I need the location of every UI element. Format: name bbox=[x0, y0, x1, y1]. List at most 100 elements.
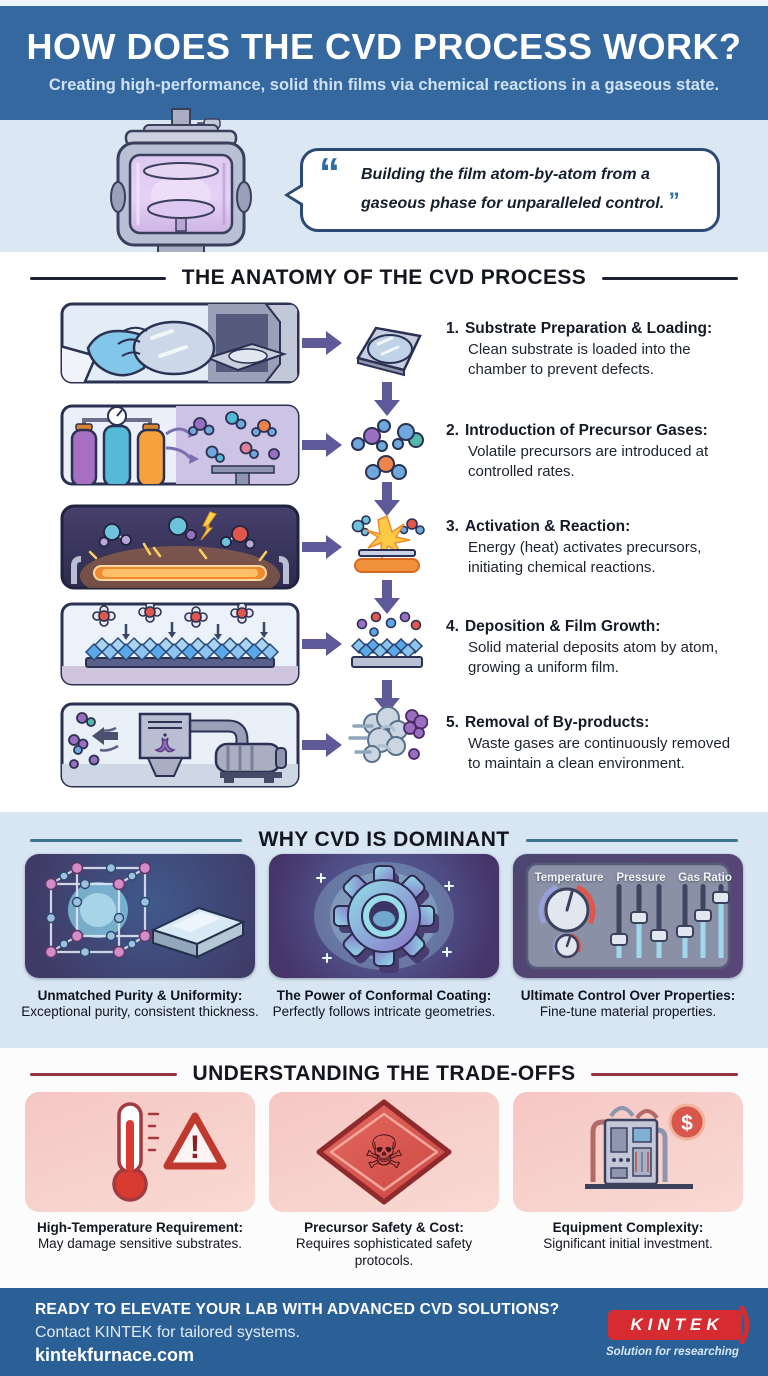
quote-bubble: “ Building the film atom-by-atom from a … bbox=[284, 148, 720, 232]
step-4-text: 4. Deposition & Film Growth: Solid mater… bbox=[446, 618, 746, 678]
safety-card: ☠ bbox=[269, 1092, 499, 1212]
anatomy-title: THE ANATOMY OF THE CVD PROCESS bbox=[181, 266, 587, 289]
close-quote-icon: ” bbox=[668, 188, 680, 214]
step-description: Volatile precursors are introduced at co… bbox=[468, 443, 709, 480]
dollar-glyph: $ bbox=[681, 1112, 693, 1135]
caption-desc: Significant initial investment. bbox=[543, 1236, 713, 1251]
open-quote-icon: “ bbox=[319, 149, 340, 196]
step-title: 2. Introduction of Precursor Gases: bbox=[446, 422, 746, 440]
exhaust-gas-icon bbox=[346, 704, 429, 768]
step-4-illustration bbox=[60, 602, 300, 686]
step-title: 1. Substrate Preparation & Loading: bbox=[446, 320, 746, 338]
exclamation-glyph: ! bbox=[190, 1129, 201, 1165]
temperature-caption: High-Temperature Requirement: May damage… bbox=[21, 1220, 259, 1253]
step-title: 5. Removal of By-products: bbox=[446, 714, 746, 732]
divider-line bbox=[30, 1072, 177, 1076]
right-arrow-icon bbox=[302, 433, 342, 457]
caption-title: The Power of Conformal Coating: bbox=[276, 988, 492, 1003]
footer-contact: Contact KINTEK for tailored systems. bbox=[35, 1324, 300, 1341]
down-arrow-icon bbox=[374, 382, 400, 416]
footer-headline: READY TO ELEVATE YOUR LAB WITH ADVANCED … bbox=[35, 1301, 560, 1318]
page-title: HOW DOES THE CVD PROCESS WORK? bbox=[26, 26, 742, 67]
caption-desc: Fine-tune material properties. bbox=[539, 1004, 717, 1019]
page-subtitle: Creating high-performance, solid thin fi… bbox=[48, 76, 720, 94]
step-3-illustration bbox=[60, 504, 300, 590]
footer: READY TO ELEVATE YOUR LAB WITH ADVANCED … bbox=[0, 1288, 768, 1376]
divider-line bbox=[602, 276, 738, 280]
footer-website-link[interactable]: kintekfurnace.com bbox=[35, 1345, 195, 1365]
down-arrow-icon bbox=[374, 680, 400, 714]
caption-title: High-Temperature Requirement: bbox=[36, 1220, 244, 1235]
reaction-spark-icon bbox=[346, 510, 428, 574]
quote-body: Building the film atom-by-atom from a ga… bbox=[361, 166, 665, 213]
conformal-caption: The Power of Conformal Coating: Perfectl… bbox=[265, 988, 503, 1021]
molecules-icon bbox=[346, 416, 428, 480]
caption-title: Ultimate Control Over Properties: bbox=[520, 988, 736, 1003]
temperature-card: ! bbox=[25, 1092, 255, 1212]
safety-caption: Precursor Safety & Cost: Requires sophis… bbox=[265, 1220, 503, 1270]
caption-title: Equipment Complexity: bbox=[552, 1220, 704, 1235]
down-arrow-icon bbox=[374, 482, 400, 516]
step-5-illustration bbox=[60, 702, 300, 788]
purity-card bbox=[25, 854, 255, 978]
dominant-section: WHY CVD IS DOMINANT bbox=[0, 812, 768, 1048]
right-arrow-icon bbox=[302, 733, 342, 757]
activation-reaction-scene-icon bbox=[60, 504, 300, 590]
step-2-text: 2. Introduction of Precursor Gases: Vola… bbox=[446, 422, 746, 482]
step-number: 5. bbox=[446, 714, 459, 731]
conformal-card bbox=[269, 854, 499, 978]
right-arrow-icon bbox=[302, 535, 342, 559]
right-arrow-icon bbox=[302, 632, 342, 656]
step-heading: Substrate Preparation & Loading: bbox=[464, 320, 713, 337]
footer-tagline: Solution for researching bbox=[606, 1346, 739, 1358]
kintek-logo-text: KINTEK bbox=[630, 1315, 724, 1334]
step-heading: Introduction of Precursor Gases: bbox=[464, 422, 708, 439]
caption-desc: May damage sensitive substrates. bbox=[37, 1236, 243, 1251]
skull-glyph: ☠ bbox=[363, 1125, 404, 1179]
right-arrow-icon bbox=[302, 331, 342, 355]
control-caption: Ultimate Control Over Properties: Fine-t… bbox=[509, 988, 747, 1021]
step-description: Energy (heat) activates precursors, init… bbox=[468, 539, 702, 576]
panel-label-temperature: Temperature bbox=[534, 872, 604, 884]
logo-swoosh-icon bbox=[740, 1306, 750, 1344]
step-1-text: 1. Substrate Preparation & Loading: Clea… bbox=[446, 320, 746, 380]
step-heading: Removal of By-products: bbox=[464, 714, 650, 731]
precursor-gases-scene-icon bbox=[60, 404, 300, 486]
divider-line bbox=[525, 838, 738, 842]
thermometer-warning-icon: ! bbox=[112, 1102, 227, 1202]
divider-line bbox=[30, 276, 166, 280]
tradeoffs-title-row: UNDERSTANDING THE TRADE-OFFS bbox=[30, 1062, 738, 1086]
tradeoffs-title: UNDERSTANDING THE TRADE-OFFS bbox=[192, 1062, 576, 1085]
panel-label-gas-ratio: Gas Ratio bbox=[678, 872, 732, 884]
kintek-logo: KINTEK bbox=[608, 1310, 742, 1340]
hero-band: “ Building the film atom-by-atom from a … bbox=[0, 108, 768, 260]
caption-title: Unmatched Purity & Uniformity: bbox=[37, 988, 243, 1003]
equipment-caption: Equipment Complexity: Significant initia… bbox=[509, 1220, 747, 1253]
step-number: 2. bbox=[446, 422, 459, 439]
divider-line bbox=[591, 1072, 738, 1076]
control-card: Temperature Pressure Gas Ratio bbox=[513, 854, 743, 978]
step-number: 4. bbox=[446, 618, 459, 635]
control-panel-icon bbox=[525, 862, 731, 970]
step-title: 3. Activation & Reaction: bbox=[446, 518, 746, 536]
step-heading: Activation & Reaction: bbox=[464, 518, 631, 535]
step-title: 4. Deposition & Film Growth: bbox=[446, 618, 746, 636]
anatomy-section: THE ANATOMY OF THE CVD PROCESS bbox=[0, 252, 768, 812]
dominant-title-row: WHY CVD IS DOMINANT bbox=[30, 828, 738, 852]
caption-desc: Requires sophisticated safety protocols. bbox=[295, 1236, 473, 1268]
crystal-lattice-icon bbox=[44, 861, 246, 959]
equipment-complexity-icon: $ bbox=[585, 1103, 706, 1189]
dominant-title: WHY CVD IS DOMINANT bbox=[258, 828, 510, 851]
header: HOW DOES THE CVD PROCESS WORK? Creating … bbox=[0, 0, 768, 120]
purity-caption: Unmatched Purity & Uniformity: Exception… bbox=[21, 988, 259, 1021]
caption-desc: Exceptional purity, consistent thickness… bbox=[21, 1004, 259, 1019]
caption-desc: Perfectly follows intricate geometries. bbox=[272, 1004, 496, 1019]
cvd-chamber-icon bbox=[110, 108, 252, 260]
step-description: Waste gases are continuously removed to … bbox=[468, 735, 731, 772]
step-number: 3. bbox=[446, 518, 459, 535]
caption-title: Precursor Safety & Cost: bbox=[304, 1220, 464, 1235]
substrate-loading-scene-icon bbox=[60, 302, 300, 384]
step-number: 1. bbox=[446, 320, 459, 337]
tradeoffs-section: UNDERSTANDING THE TRADE-OFFS ! ☠ bbox=[0, 1048, 768, 1288]
